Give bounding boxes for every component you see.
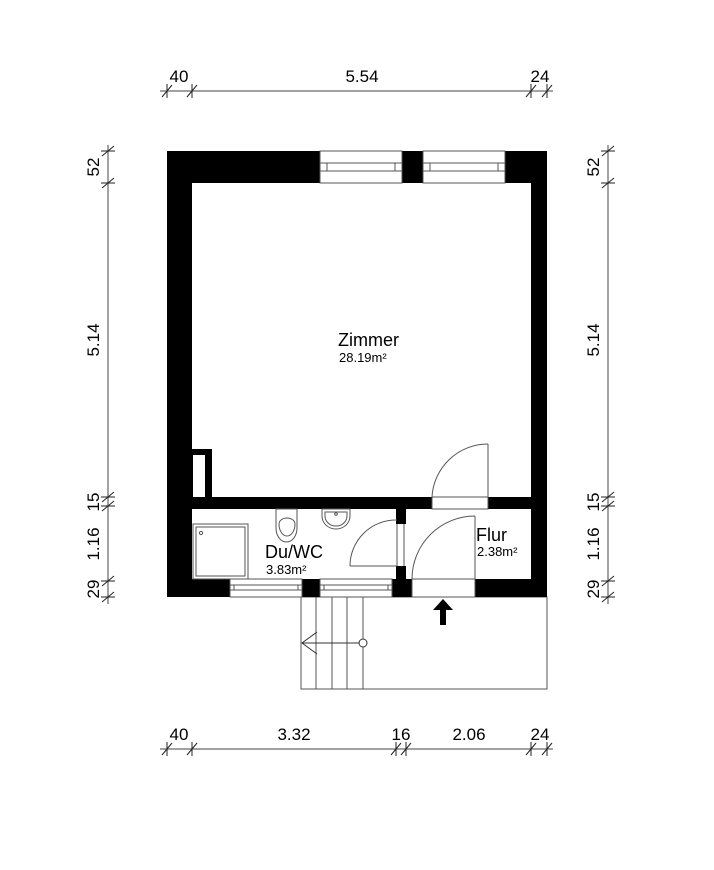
room-zimmer-name: Zimmer — [338, 330, 399, 350]
room-du-wc-name: Du/WC — [265, 542, 323, 562]
dim-top-1: 5.54 — [345, 67, 378, 86]
dimension-ticks-right — [601, 145, 615, 603]
dimension-ticks-top — [161, 84, 553, 98]
dim-right-3: 1.16 — [584, 527, 603, 560]
window-bottom-right — [319, 578, 393, 598]
dim-right-4: 29 — [584, 580, 603, 599]
dim-bottom-2: 16 — [392, 725, 411, 744]
room-flur-name: Flur — [476, 525, 507, 545]
dimension-left: 52 5.14 15 1.16 29 — [84, 145, 115, 604]
dim-right-2: 15 — [584, 493, 603, 512]
door-zimmer — [431, 443, 489, 510]
dimension-right: 52 5.14 15 1.16 29 — [584, 145, 615, 604]
exterior-stairs — [300, 596, 548, 690]
dim-left-0: 52 — [84, 158, 103, 177]
dim-bottom-0: 40 — [170, 725, 189, 744]
dim-left-3: 1.16 — [84, 527, 103, 560]
walls — [167, 151, 547, 597]
dim-top-0: 40 — [170, 67, 189, 86]
dimension-bottom: 40 3.32 16 2.06 24 — [160, 725, 553, 756]
dim-bottom-1: 3.32 — [277, 725, 310, 744]
toilet-icon — [275, 508, 298, 543]
dim-right-1: 5.14 — [584, 323, 603, 356]
room-flur: Flur 2.38m² — [476, 525, 518, 559]
window-top-right — [422, 150, 506, 184]
door-bathroom — [349, 519, 405, 567]
window-bottom-left — [229, 578, 303, 598]
dimension-top: 40 5.54 24 — [160, 67, 553, 98]
washbasin-icon — [321, 508, 351, 530]
door-entrance — [411, 515, 476, 598]
dim-left-2: 15 — [84, 493, 103, 512]
room-du-wc: Du/WC 3.83m² — [265, 542, 323, 577]
dim-bottom-3: 2.06 — [452, 725, 485, 744]
dim-left-1: 5.14 — [84, 323, 103, 356]
dim-bottom-4: 24 — [531, 725, 550, 744]
dim-top-2: 24 — [531, 67, 550, 86]
room-zimmer: Zimmer 28.19m² — [338, 330, 399, 365]
dimension-ticks-left — [101, 145, 115, 603]
entrance-arrow-icon — [433, 599, 453, 625]
dim-left-4: 29 — [84, 580, 103, 599]
room-flur-area: 2.38m² — [477, 544, 518, 559]
room-du-wc-area: 3.83m² — [266, 562, 307, 577]
dim-right-0: 52 — [584, 158, 603, 177]
stair-direction-arrow-icon — [301, 631, 368, 655]
dimension-ticks-bottom — [161, 742, 553, 756]
room-zimmer-area: 28.19m² — [339, 350, 387, 365]
shower-tray — [192, 523, 249, 580]
window-top-left — [319, 150, 403, 184]
